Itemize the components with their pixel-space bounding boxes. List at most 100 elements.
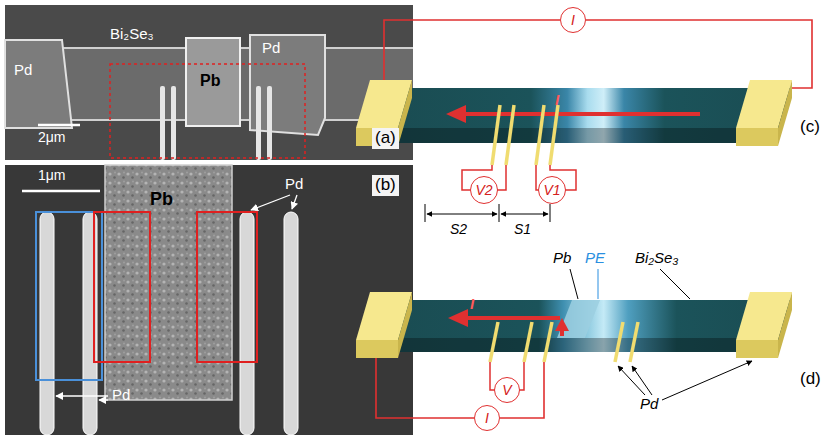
panel-label: (d) [800,370,821,389]
material-label: Pb [150,190,173,210]
artwork-line [56,395,108,396]
artwork-rect [186,38,240,126]
material-label: Pd [285,176,303,193]
meter-symbol-text: V2 [475,183,492,197]
artwork-rect [40,212,54,435]
artwork-line [425,204,426,222]
artwork-line [251,195,290,210]
meter-symbol-text: V [502,383,511,397]
panel-label: (a) [372,128,399,149]
current-source-circle: I [560,7,586,33]
artwork-line [464,316,560,320]
artwork-rect [110,64,305,158]
panel-label: (c) [800,118,820,137]
artwork-polygon [446,105,466,123]
artwork-polygon [555,318,569,331]
meter-symbol-text: I [485,411,489,425]
material-label: Pd [640,396,658,413]
artwork-line [598,269,599,299]
artwork-line [492,105,500,165]
artwork-line [292,195,297,209]
material-label: Pd [14,62,32,79]
artwork-rect [36,212,102,380]
material-label: Pd [262,40,280,57]
artwork-line [22,190,100,193]
voltmeter-circle: V2 [470,176,498,204]
material-label: Bi₂Se₃ [110,26,154,43]
artwork-polygon [736,340,778,358]
artwork-polygon [398,80,412,146]
artwork-line [501,214,548,215]
artwork-polygon [385,128,775,143]
voltmeter-circle: V [494,377,520,403]
material-label: Pb [200,72,220,90]
artwork-rect [284,212,298,435]
material-label: PE [585,250,605,267]
artwork-polygon [398,292,412,358]
artwork-line [499,204,500,222]
artwork-line [550,105,558,165]
artwork-line [544,322,552,362]
dimension-label: S2 [450,222,467,237]
current-label: I [470,296,474,313]
current-source-circle: I [474,405,500,431]
artwork-rect [94,212,150,362]
scale-bar-label: 1μm [38,168,66,183]
meter-symbol-text: I [571,13,575,27]
artwork-line [662,361,752,400]
artwork-path [376,358,544,418]
artwork-rect [105,165,232,400]
meter-symbol-text: V1 [543,183,560,197]
device-schematic-c [356,20,812,222]
artwork-rect [160,86,165,160]
dimension-label: S1 [514,222,531,237]
panel-label: (b) [372,175,399,196]
material-label: Bi₂Se₃ [635,250,678,267]
artwork-rect [256,86,261,160]
scale-bar-label: 2μm [38,130,66,145]
artwork-line [570,269,578,299]
current-label: I [555,92,559,109]
artwork-line [38,124,80,127]
artwork-line [427,214,497,215]
artwork-line [630,322,638,362]
artwork-polygon [250,35,325,135]
artwork-polygon [778,80,792,146]
artwork-polygon [385,338,775,352]
artwork-polygon [736,128,778,146]
artwork-path [384,20,812,88]
artwork-polygon [557,300,600,338]
sem-image-a [5,5,413,160]
artwork-line [632,366,652,395]
artwork-polygon [5,40,72,128]
artwork-line [536,105,544,165]
artwork-line [550,204,551,222]
artwork-rect [267,86,272,160]
artwork-polygon [385,300,790,338]
artwork-line [506,105,514,165]
artwork-rect [171,86,176,160]
artwork-rect [5,5,413,160]
artwork-polygon [385,128,775,143]
artwork-line [99,399,108,400]
artwork-polygon [385,88,790,128]
artwork-line [490,322,498,362]
artwork-rect [5,165,413,435]
artwork-line [615,322,623,362]
artwork-polygon [356,340,398,358]
artwork-line [618,366,645,395]
voltmeter-circle: V1 [538,176,566,204]
artwork-line [660,269,690,299]
artwork-rect [240,212,254,435]
material-label: Pb [553,250,571,267]
device-schematic-d [356,269,792,418]
artwork-line [524,322,532,362]
artwork-polygon [448,309,468,327]
artwork-polygon [385,338,775,352]
material-label: Pd [112,387,130,404]
sem-image-b [5,165,413,435]
artwork-rect [197,212,257,362]
